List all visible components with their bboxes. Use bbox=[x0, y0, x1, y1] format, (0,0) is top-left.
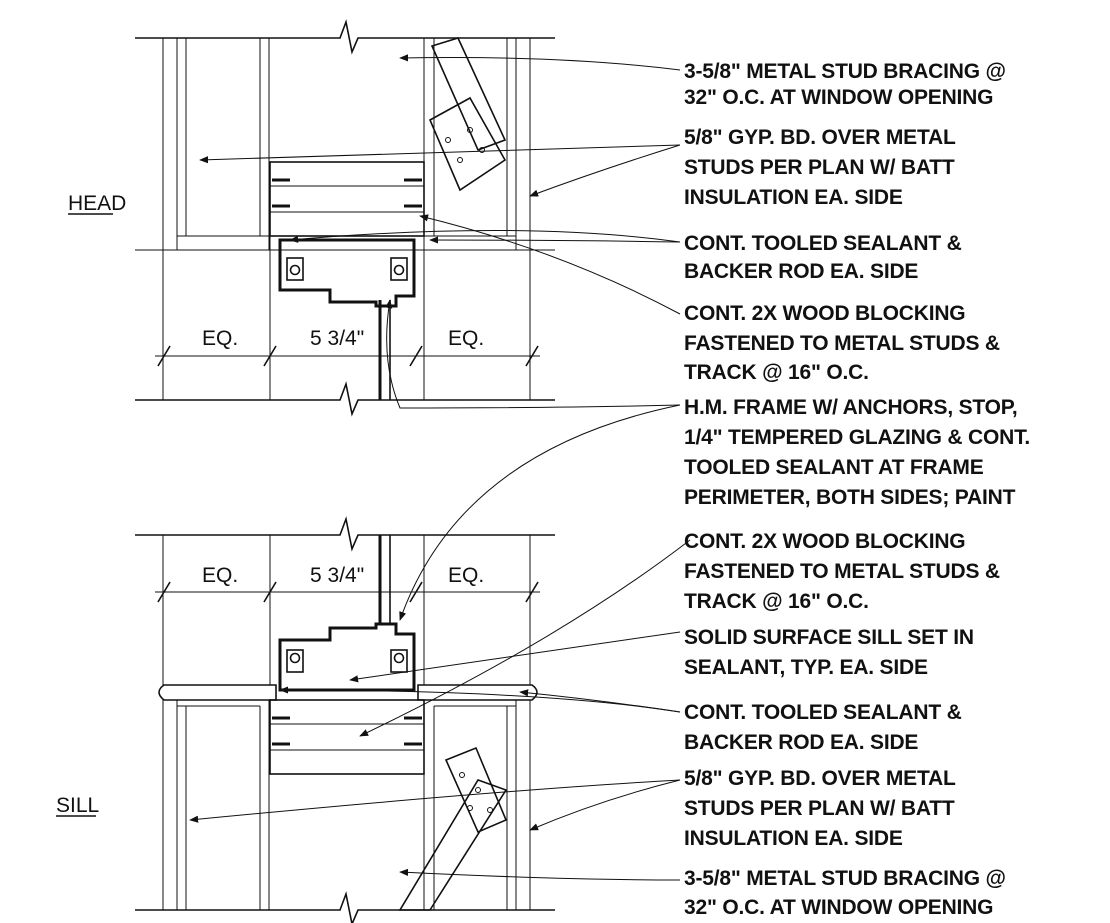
sill-section: EQ. 5 3/4" EQ. bbox=[56, 516, 555, 923]
note-sealant-head: CONT. TOOLED SEALANT & BACKER ROD EA. SI… bbox=[684, 232, 967, 283]
head-section: EQ. 5 3/4" EQ. HEAD bbox=[68, 19, 555, 417]
sill-left-wall bbox=[162, 699, 270, 911]
head-label: HEAD bbox=[68, 192, 126, 215]
note-solid-surface-sill: SOLID SURFACE SILL SET IN SEALANT, TYP. … bbox=[684, 626, 979, 679]
sill-dimension-string: EQ. 5 3/4" EQ. bbox=[155, 564, 540, 603]
sill-hm-frame bbox=[278, 622, 416, 692]
sill-label: SILL bbox=[56, 794, 99, 817]
head-hm-frame bbox=[278, 238, 416, 400]
note-stud-bracing-head: 3-5/8" METAL STUD BRACING @ 32" O.C. AT … bbox=[684, 60, 1011, 109]
sill-right-wall bbox=[398, 699, 531, 911]
sill-dim-left: EQ. bbox=[202, 564, 238, 587]
head-wood-blocking bbox=[269, 161, 425, 237]
leader-lines bbox=[189, 54, 691, 881]
note-hm-frame: H.M. FRAME W/ ANCHORS, STOP, 1/4" TEMPER… bbox=[684, 396, 1036, 509]
note-stud-bracing-sill: 3-5/8" METAL STUD BRACING @ 32" O.C. AT … bbox=[684, 867, 1011, 919]
note-gyp-bd-head: 5/8" GYP. BD. OVER METAL STUDS PER PLAN … bbox=[684, 126, 961, 209]
sill-dim-right: EQ. bbox=[448, 564, 484, 587]
head-dim-left: EQ. bbox=[202, 327, 238, 350]
solid-surface-sill bbox=[158, 684, 538, 701]
notes: 3-5/8" METAL STUD BRACING @ 32" O.C. AT … bbox=[684, 60, 1036, 919]
head-right-wall bbox=[423, 37, 531, 251]
sill-wood-blocking bbox=[269, 699, 425, 775]
note-sealant-sill: CONT. TOOLED SEALANT & BACKER ROD EA. SI… bbox=[684, 701, 967, 754]
head-dim-right: EQ. bbox=[448, 327, 484, 350]
note-wood-blocking-head: CONT. 2X WOOD BLOCKING FASTENED TO METAL… bbox=[684, 302, 1006, 384]
head-dimension-string: EQ. 5 3/4" EQ. bbox=[155, 327, 540, 367]
note-gyp-bd-sill: 5/8" GYP. BD. OVER METAL STUDS PER PLAN … bbox=[684, 767, 961, 850]
head-dim-center: 5 3/4" bbox=[310, 327, 364, 350]
sill-dim-center: 5 3/4" bbox=[310, 564, 364, 587]
note-wood-blocking-sill: CONT. 2X WOOD BLOCKING FASTENED TO METAL… bbox=[684, 530, 1006, 613]
head-left-wall bbox=[162, 37, 271, 251]
